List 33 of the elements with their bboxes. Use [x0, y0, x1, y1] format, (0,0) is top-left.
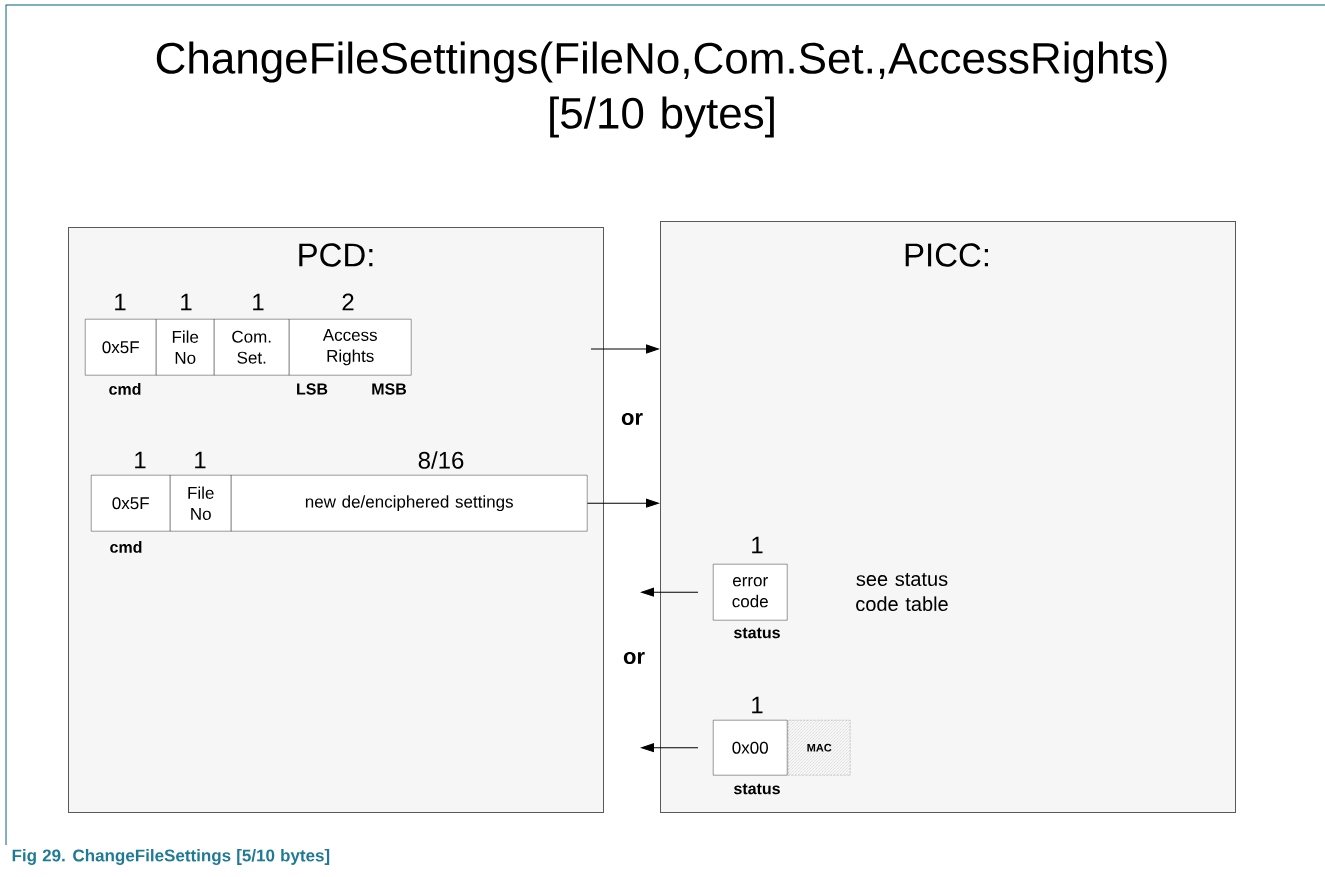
- field-cell: File No: [156, 319, 215, 376]
- field-label: cmd: [110, 541, 142, 553]
- byte-count: 1: [115, 293, 126, 311]
- byte-count: 1: [752, 696, 763, 714]
- field-label: LSB: [297, 383, 328, 395]
- field-label: MSB: [372, 383, 407, 395]
- field-cell: 0x00: [713, 720, 788, 776]
- arrow: [641, 743, 699, 753]
- note-text: see status code table: [856, 572, 948, 612]
- byte-count: 1: [253, 293, 264, 311]
- title: ChangeFileSettings(FileNo,Com.Set.,AccessRights) [5/10 bytes]: [156, 41, 1167, 138]
- field-label: status: [734, 783, 780, 795]
- or-label: or: [623, 651, 645, 665]
- caption: Fig 29. ChangeFileSettings [5/10 bytes]: [12, 849, 330, 865]
- byte-count: 1: [195, 451, 206, 469]
- byte-count: 1: [752, 536, 763, 554]
- field-label: status: [734, 627, 780, 639]
- field-cell: 0x5F: [85, 319, 157, 376]
- byte-count: 1: [135, 451, 146, 469]
- field-cell: File No: [170, 475, 232, 532]
- or-label: or: [621, 412, 643, 426]
- field-cell: 0x5F: [91, 475, 171, 532]
- byte-count: 1: [181, 293, 192, 311]
- mac-cell: MAC: [788, 720, 851, 776]
- arrow: [590, 344, 659, 354]
- arrow: [586, 498, 659, 508]
- field-cell: error code: [713, 564, 788, 621]
- arrow: [641, 587, 699, 597]
- field-cell: Com. Set.: [214, 319, 290, 376]
- field-label: cmd: [109, 383, 141, 395]
- field-cell: Access Rights: [289, 319, 412, 376]
- byte-count: 2: [342, 293, 354, 311]
- byte-count: 8/16: [418, 451, 464, 469]
